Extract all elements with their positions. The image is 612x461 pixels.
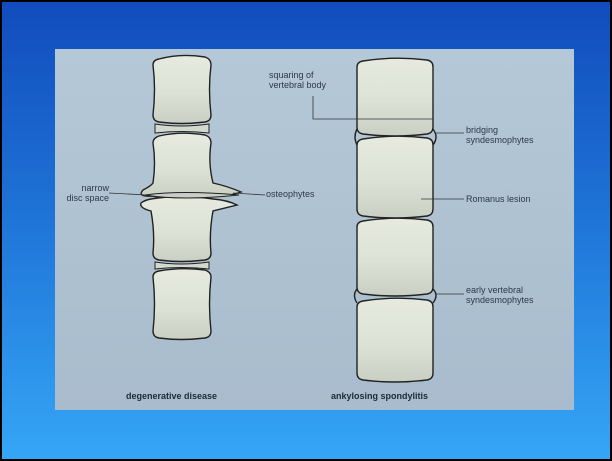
label-squaring: squaring of vertebral body — [269, 70, 326, 90]
illustration-panel: narrow disc space osteophytes squaring o… — [55, 49, 574, 410]
degenerative-spine — [141, 55, 241, 339]
caption-ankylosing: ankylosing spondylitis — [331, 391, 428, 401]
label-narrow-disc-space: narrow disc space — [59, 183, 109, 203]
vertebra-as-3 — [357, 218, 433, 296]
ankylosing-spine — [355, 58, 437, 382]
vertebra-as-1 — [357, 58, 433, 136]
spine-diagram — [55, 49, 574, 410]
vertebra-dd-3 — [141, 197, 237, 262]
vertebra-as-4 — [357, 298, 433, 382]
vertebra-dd-2 — [141, 133, 241, 198]
bridging-syndesmophyte — [433, 129, 436, 145]
vertebra-dd-4 — [153, 269, 211, 340]
label-bridging: bridging syndesmophytes — [466, 125, 534, 145]
caption-degenerative: degenerative disease — [126, 391, 217, 401]
vertebra-dd-1 — [153, 55, 211, 123]
early-syndesmophyte — [433, 289, 436, 303]
label-romanus: Romanus lesion — [466, 194, 531, 204]
label-osteophytes: osteophytes — [266, 189, 315, 199]
label-early: early vertebral syndesmophytes — [466, 285, 534, 305]
vertebra-as-2 — [357, 136, 433, 218]
